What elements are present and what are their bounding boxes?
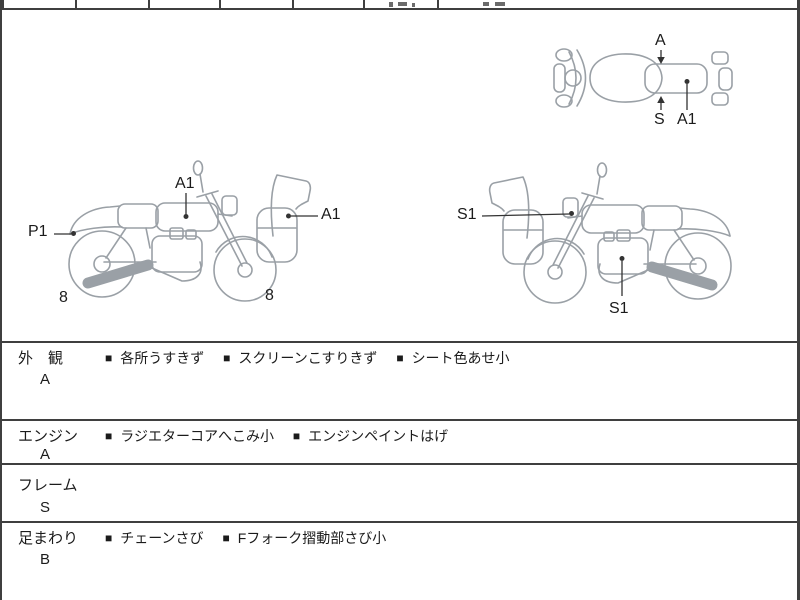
note-item: ■ チェーンさび	[105, 530, 204, 546]
row-notes: ■ 各所うすきず ■ スクリーンこすりきず ■ シート色あせ小	[105, 349, 525, 368]
table-rule	[0, 419, 800, 421]
header-cell-divider	[363, 0, 365, 9]
header-bottom-rule	[0, 8, 800, 10]
bullet-square-icon: ■	[105, 531, 113, 545]
arrow-down-icon	[657, 57, 665, 64]
header-cell-divider	[292, 0, 294, 9]
clipped-header-text-fragment	[389, 2, 393, 7]
annotation-marks	[54, 50, 690, 296]
note-item: ■ スクリーンこすりきず	[223, 350, 377, 366]
row-notes: ■ ラジエターコアへこみ小 ■ エンジンペイントはげ	[105, 427, 463, 446]
note-item: ■ 各所うすきず	[105, 350, 204, 366]
note-text: スクリーンこすりきず	[238, 350, 378, 366]
row-grade: A	[40, 446, 51, 463]
condition-row-undercarriage: 足まわり B ■ チェーンさび ■ Fフォーク摺動部さび小	[0, 521, 800, 581]
right-view-label-s1-engine: S1	[609, 300, 629, 317]
table-rule	[0, 341, 800, 343]
row-label: フレーム	[18, 477, 78, 494]
note-item: ■ ラジエターコアへこみ小	[105, 428, 274, 444]
bullet-square-icon: ■	[223, 351, 231, 365]
clipped-header-text-fragment	[398, 2, 407, 6]
point-marker	[619, 256, 625, 261]
right-side-motorcycle	[490, 163, 731, 303]
point-marker	[71, 231, 76, 236]
right-view-label-s1-front: S1	[457, 206, 477, 223]
point-marker	[684, 79, 690, 84]
clipped-header-text-fragment	[412, 3, 415, 7]
row-label: 足まわり	[18, 530, 79, 547]
left-page-border	[0, 0, 2, 600]
top-view-label-a1: A1	[677, 111, 697, 128]
point-marker	[183, 214, 189, 219]
condition-row-engine: エンジン A ■ ラジエターコアへこみ小 ■ エンジンペイントはげ	[0, 419, 800, 463]
left-view-label-a1-cowl: A1	[321, 206, 341, 223]
clipped-header-text-fragment	[495, 2, 505, 6]
point-marker	[286, 213, 291, 219]
left-view-label-a1-tank: A1	[175, 175, 195, 192]
row-label: エンジン	[18, 428, 79, 445]
note-text: Fフォーク摺動部さび小	[237, 530, 387, 546]
table-rule	[0, 463, 800, 465]
bullet-square-icon: ■	[222, 531, 230, 545]
right-page-border	[797, 0, 800, 600]
row-grade: A	[40, 371, 51, 388]
header-cell-divider	[437, 0, 439, 9]
bullet-square-icon: ■	[105, 429, 113, 443]
top-view-motorcycle	[553, 48, 733, 108]
header-cell-divider	[219, 0, 221, 9]
top-view-label-s: S	[654, 111, 665, 128]
note-item: ■ Fフォーク摺動部さび小	[222, 530, 386, 546]
left-view-wheel-grade-rear: 8	[59, 289, 68, 306]
top-view-label-a: A	[655, 32, 666, 49]
left-view-label-p1: P1	[28, 223, 48, 240]
bullet-square-icon: ■	[292, 429, 301, 443]
note-text: 各所うすきず	[120, 350, 205, 366]
note-text: チェーンさび	[120, 530, 204, 546]
condition-row-exterior: 外 観 A ■ 各所うすきず ■ スクリーンこすりきず ■ シート色あせ小	[0, 341, 800, 419]
header-cell-divider	[75, 0, 77, 9]
header-cell-divider	[2, 0, 4, 9]
clipped-header-text-fragment	[483, 2, 489, 6]
row-grade: S	[40, 499, 51, 516]
note-text: ラジエターコアへこみ小	[120, 428, 274, 444]
left-view-wheel-grade-front: 8	[265, 287, 274, 304]
header-cell-divider	[148, 0, 150, 9]
bullet-square-icon: ■	[396, 351, 404, 365]
table-rule	[0, 521, 800, 523]
bullet-square-icon: ■	[105, 351, 113, 365]
condition-row-frame: フレーム S	[0, 463, 800, 521]
note-item: ■ シート色あせ小	[396, 350, 509, 366]
row-label: 外 観	[18, 350, 64, 367]
row-grade: B	[40, 551, 51, 568]
row-notes: ■ チェーンさび ■ Fフォーク摺動部さび小	[105, 529, 401, 548]
note-text: シート色あせ小	[411, 350, 510, 366]
point-marker	[569, 211, 574, 216]
note-item: ■ エンジンペイントはげ	[293, 428, 448, 444]
arrow-up-icon	[657, 96, 665, 103]
note-text: エンジンペイントはげ	[308, 428, 449, 444]
